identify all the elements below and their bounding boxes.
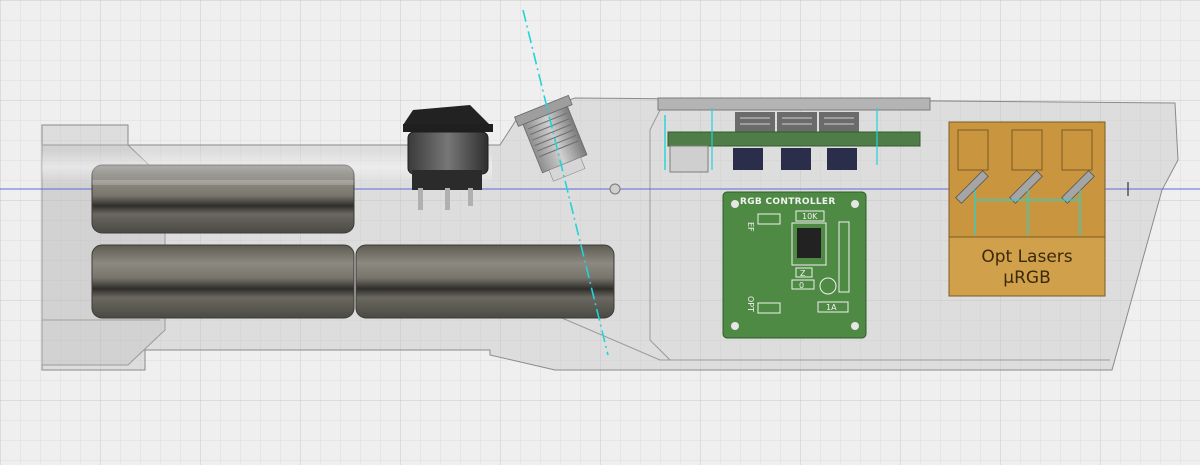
construction-line[interactable] [522, 9, 609, 356]
origin-point[interactable] [609, 183, 621, 195]
laser-module[interactable]: Opt Lasers µRGB [948, 121, 1106, 297]
rgb-controller-pcb[interactable]: RGB CONTROLLER EF 10K Z 0 OPT 1A [722, 191, 867, 339]
battery-cell-bottom-left[interactable] [91, 244, 355, 319]
pcb-title: RGB CONTROLLER [740, 197, 836, 207]
pcb-label-opt: OPT [746, 296, 755, 312]
pcb-label-10k: 10K [802, 212, 818, 221]
driver-board[interactable] [657, 97, 931, 173]
battery-cell-bottom-right[interactable] [355, 244, 615, 319]
pcb-label-0: 0 [799, 281, 804, 290]
push-button-switch[interactable] [514, 94, 596, 185]
pcb-label-1a: 1A [826, 303, 837, 312]
laser-module-model: µRGB [1003, 268, 1050, 288]
laser-module-brand: Opt Lasers [981, 247, 1072, 267]
pcb-label-z: Z [800, 269, 806, 278]
rocker-switch[interactable] [403, 105, 493, 210]
pcb-label-ef: EF [746, 222, 755, 232]
